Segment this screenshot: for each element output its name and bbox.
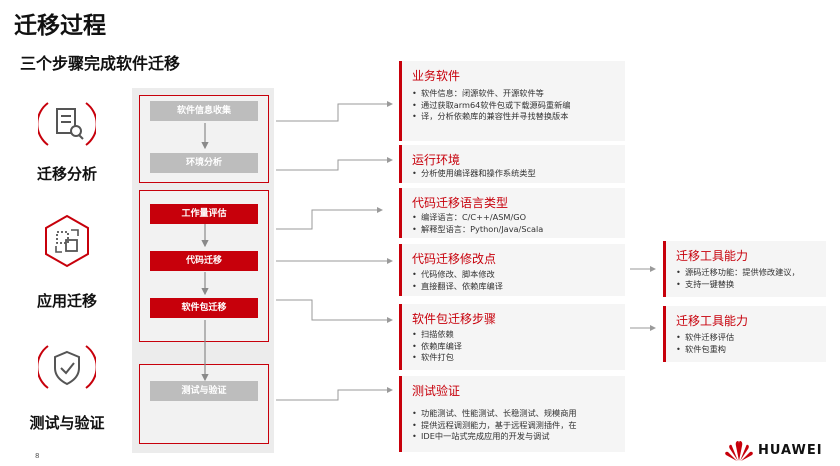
card-title: 业务软件 (412, 69, 461, 83)
card-item: 依赖库编译 (411, 341, 462, 353)
card-item: 软件包重构 (675, 344, 734, 356)
page-subtitle: 三个步骤完成软件迁移 (20, 54, 181, 73)
card-item: 软件迁移评估 (675, 332, 734, 344)
card-item: 提供远程调测能力，基于远程调测插件，在 (411, 420, 577, 432)
migrate-arrows-icon (38, 212, 96, 270)
card-title: 测试验证 (412, 384, 461, 398)
card-item: 分析使用编译器和操作系统类型 (411, 168, 536, 180)
step-env-analysis: 环境分析 (150, 153, 258, 173)
step-package-migration: 软件包迁移 (150, 298, 258, 318)
step-code-migration: 代码迁移 (150, 251, 258, 271)
phase-label-testing: 测试与验证 (29, 414, 105, 432)
page-title: 迁移过程 (14, 13, 106, 39)
page-number: 8 (35, 452, 40, 460)
card-tool-capability-1: 迁移工具能力 源码迁移功能：提供修改建议， 支持一键替换 (663, 241, 826, 297)
card-item: 扫描依赖 (411, 329, 462, 341)
card-title: 迁移工具能力 (676, 249, 749, 263)
flow-connectors (201, 123, 209, 382)
card-title: 软件包迁移步骤 (412, 312, 497, 326)
huawei-logo-icon (724, 440, 754, 466)
card-item: 软件打包 (411, 352, 462, 364)
card-runtime-env: 运行环境 分析使用编译器和操作系统类型 (399, 145, 625, 183)
card-tool-capability-2: 迁移工具能力 软件迁移评估 软件包重构 (663, 306, 826, 362)
card-title: 代码迁移修改点 (412, 252, 497, 266)
card-title: 迁移工具能力 (676, 314, 749, 328)
card-item: 直接翻译、依赖库编译 (411, 281, 503, 293)
phase-label-migration: 应用迁移 (36, 292, 97, 310)
card-item: IDE中一站式完成应用的开发与调试 (411, 431, 577, 443)
card-item: 支持一键替换 (675, 279, 800, 291)
card-business-software: 业务软件 软件信息：闭源软件、开源软件等 通过获取arm64软件包或下载源码重新… (399, 61, 625, 141)
step-info-collect: 软件信息收集 (150, 101, 258, 121)
card-package-steps: 软件包迁移步骤 扫描依赖 依赖库编译 软件打包 (399, 304, 625, 370)
card-title: 代码迁移语言类型 (412, 196, 509, 210)
card-item: 通过获取arm64软件包或下载源码重新编 (411, 100, 570, 112)
step-test-verify: 测试与验证 (150, 381, 258, 401)
card-code-language: 代码迁移语言类型 编译语言：C/C++/ASM/GO 解释型语言：Python/… (399, 188, 625, 238)
card-item: 译，分析依赖库的兼容性并寻找替换版本 (411, 111, 570, 123)
card-item: 编译语言：C/C++/ASM/GO (411, 212, 543, 224)
card-test-verify: 测试验证 功能测试、性能测试、长稳测试、规模商用 提供远程调测能力，基于远程调测… (399, 376, 625, 452)
phase-label-analysis: 迁移分析 (36, 165, 97, 183)
step-workload-eval: 工作量评估 (150, 204, 258, 224)
card-item: 源码迁移功能：提供修改建议， (675, 267, 800, 279)
brand-name: HUAWEI (758, 443, 823, 458)
card-item: 代码修改、脚本修改 (411, 269, 503, 281)
card-item: 软件信息：闭源软件、开源软件等 (411, 88, 570, 100)
card-item: 功能测试、性能测试、长稳测试、规模商用 (411, 408, 577, 420)
card-code-modification: 代码迁移修改点 代码修改、脚本修改 直接翻译、依赖库编译 (399, 244, 625, 296)
card-item: 解释型语言：Python/Java/Scala (411, 224, 543, 236)
card-title: 运行环境 (412, 153, 461, 167)
